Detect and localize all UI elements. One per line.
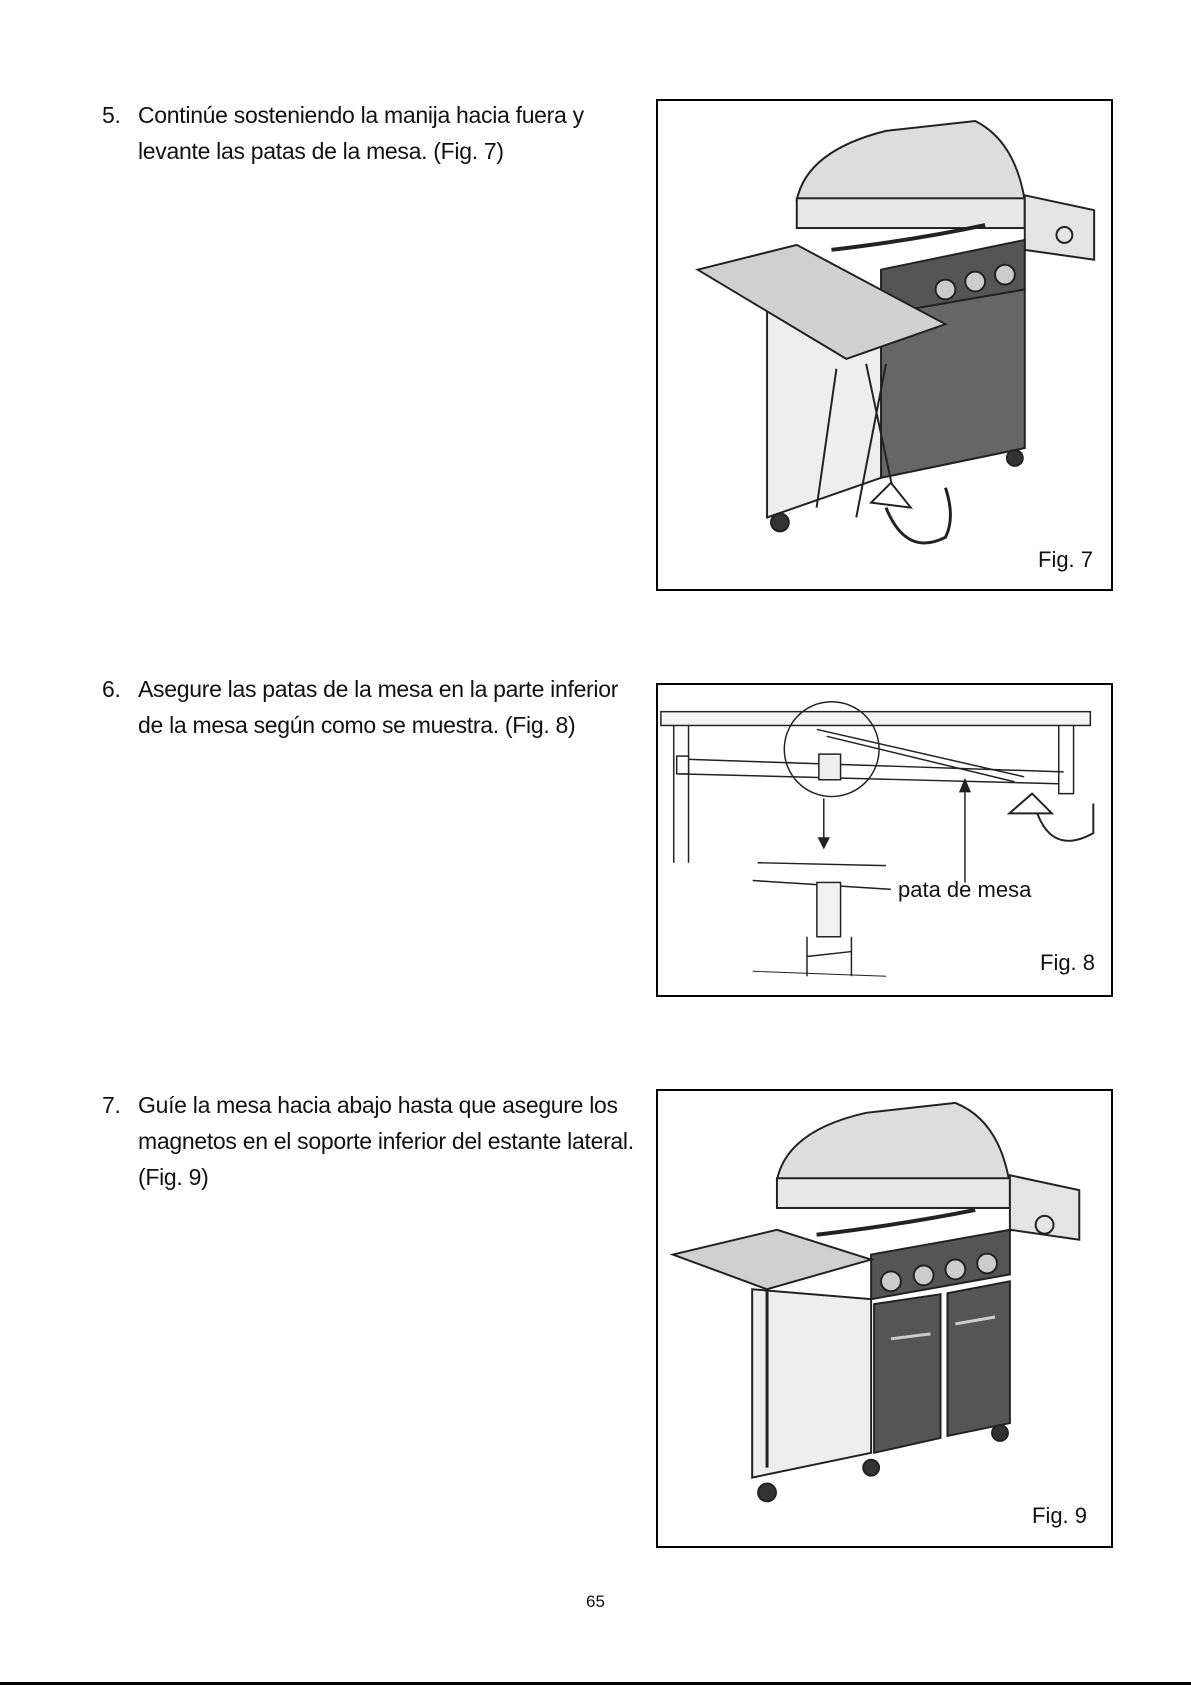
step-line: de la mesa según como se muestra. (Fig. … (138, 712, 576, 738)
figure-9: Fig. 9 (656, 1089, 1113, 1548)
step-number: 5. (102, 102, 121, 128)
page-number: 65 (586, 1592, 605, 1611)
grill-table-legs-illustration (695, 119, 1096, 545)
step-line: levante las patas de la mesa. (Fig. 7) (138, 138, 504, 164)
figure-label: Fig. 7 (1038, 547, 1094, 572)
table-leg-detail-illustration (660, 701, 1095, 977)
step-line: (Fig. 9) (138, 1164, 209, 1190)
figure-8: pata de mesa Fig. 8 (656, 683, 1113, 997)
step-line: Guíe la mesa hacia abajo hasta que asegu… (138, 1092, 618, 1118)
figure-label: Fig. 8 (1040, 950, 1096, 975)
figure-7: Fig. 7 (656, 99, 1113, 591)
step-line: Continúe sosteniendo la manija hacia fue… (138, 102, 584, 128)
step-line: magnetos en el soporte inferior del esta… (138, 1128, 634, 1154)
step-number: 7. (102, 1092, 121, 1118)
step-number: 6. (102, 676, 121, 702)
grill-assembled-illustration (669, 1101, 1081, 1503)
pata-de-mesa-callout: pata de mesa (898, 877, 1032, 902)
bottom-rule (0, 1682, 1191, 1685)
step-line: Asegure las patas de la mesa en la parte… (138, 676, 619, 702)
figure-label: Fig. 9 (1032, 1503, 1088, 1528)
